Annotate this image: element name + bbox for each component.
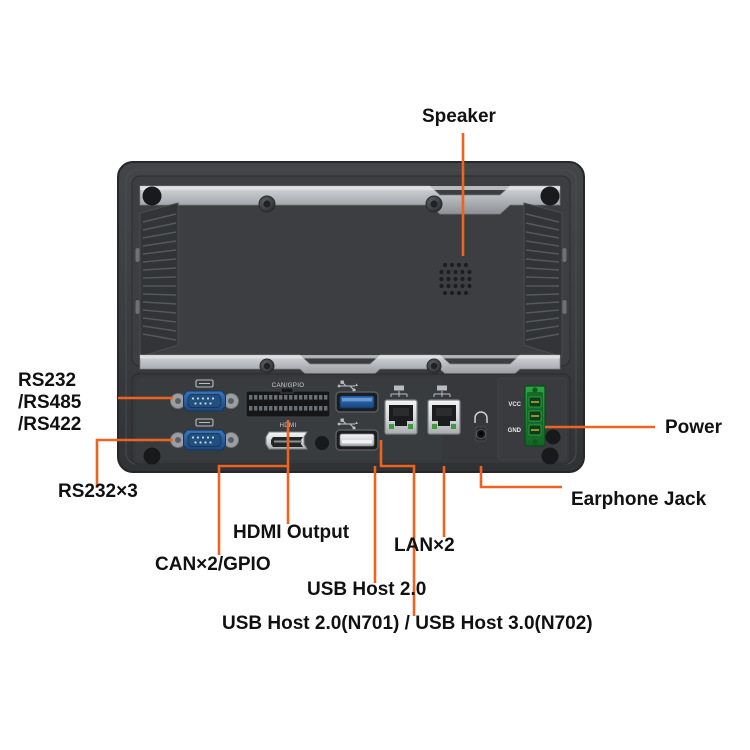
- leader-earphone-jack: [479, 466, 562, 489]
- callout-speaker: Speaker: [0, 0, 522, 127]
- device-chassis: CAN/GPIO HDMI: [117, 161, 585, 473]
- leader-usb-n701-n702: [379, 440, 416, 616]
- speaker-grille: [439, 262, 472, 296]
- top-screw-boss-left: [258, 195, 276, 213]
- corner-screw-hole-top-right: [540, 186, 560, 206]
- callout-can-gpio: CAN×2/GPIO: [0, 0, 297, 575]
- serial-port-db9-bottom[interactable]: [170, 418, 239, 451]
- callout-labels: Speaker RS232 /RS485 /RS422 RS232×3 CAN×…: [0, 0, 723, 634]
- headphone-icon: [474, 411, 488, 423]
- callout-hdmi-output: HDMI Output: [0, 0, 375, 543]
- earphone-jack-port[interactable]: [474, 411, 488, 442]
- serial-silk-icon-bottom: [195, 418, 214, 427]
- network-icon-lan-1: [390, 385, 408, 397]
- usb-icon-bottom: [337, 418, 358, 430]
- serial-port-db9-top[interactable]: [170, 379, 239, 412]
- leader-rs232x3: [95, 438, 173, 488]
- can-gpio-silkscreen-label: CAN/GPIO: [272, 382, 305, 389]
- callout-rs232x3: RS232×3: [0, 0, 164, 502]
- bottom-screw-boss-left: [259, 358, 275, 374]
- top-screw-boss-right: [425, 195, 443, 213]
- left-heatsink-vent: [135, 202, 179, 358]
- usb-icon-top: [337, 380, 358, 392]
- network-icon-lan-2: [433, 385, 451, 397]
- lan-port-2[interactable]: [427, 385, 461, 435]
- corner-screw-hole-bottom-left: [143, 447, 161, 465]
- callout-usb-n701-n702: USB Host 2.0(N701) / USB Host 3.0(N702): [222, 613, 593, 634]
- right-heatsink-vent: [523, 202, 567, 358]
- usb-port-top[interactable]: [335, 380, 379, 413]
- serial-silk-icon-top: [195, 379, 214, 388]
- panel-screw-hole-right: [545, 429, 561, 445]
- vcc-silkscreen-label: VCC: [508, 402, 521, 408]
- callout-lan-x2: LAN×2: [0, 0, 481, 556]
- callout-leader-lines: [95, 133, 655, 616]
- callout-power: Power: [665, 417, 723, 438]
- corner-screw-hole-top-left: [142, 186, 162, 206]
- power-terminal-block[interactable]: VCC GND: [508, 385, 546, 447]
- corner-screw-hole-bottom-right: [541, 447, 559, 465]
- leader-can-gpio: [217, 420, 290, 555]
- usb-port-bottom[interactable]: [335, 418, 379, 451]
- callout-rs232-485-422: RS232 /RS485 /RS422: [0, 0, 118, 435]
- gnd-silkscreen-label: GND: [508, 428, 522, 434]
- callout-usb-host-20: USB Host 2.0: [0, 0, 453, 600]
- lan-port-1[interactable]: [384, 385, 418, 435]
- bottom-screw-boss-right: [426, 358, 442, 374]
- callout-earphone-jack: Earphone Jack: [571, 489, 707, 510]
- can-gpio-header[interactable]: CAN/GPIO: [245, 382, 331, 418]
- panel-screw-hole-center: [315, 436, 329, 450]
- io-panel: CAN/GPIO HDMI: [131, 373, 571, 465]
